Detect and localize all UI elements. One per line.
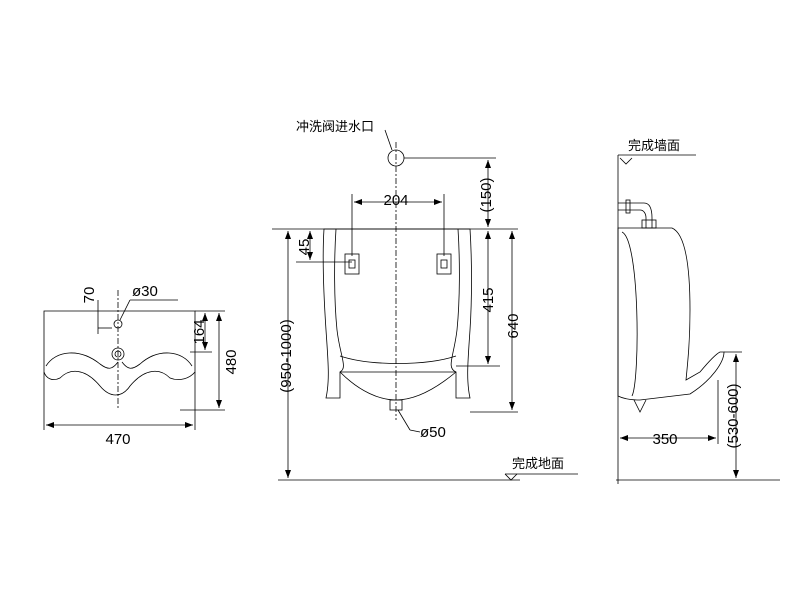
- dim-side-depth: 350: [652, 431, 677, 448]
- side-view: [616, 154, 780, 484]
- dim-front-outlet: ø50: [420, 424, 446, 441]
- dim-top-width: 470: [105, 431, 130, 448]
- top-view: [43, 290, 225, 430]
- dim-front-inner-height: 415: [480, 287, 497, 312]
- dim-side-height: (530-600): [725, 383, 742, 448]
- dim-top-hole-offset: 70: [81, 287, 98, 304]
- dim-top-depth-a: 164: [191, 319, 208, 344]
- dim-front-mount-height: (950-1000): [278, 319, 295, 392]
- dim-front-top-gap: (150): [478, 177, 495, 212]
- dim-top-hole-dia: ø30: [132, 283, 158, 300]
- side-view-outline: [617, 227, 725, 401]
- dim-front-total-height: 640: [505, 313, 522, 338]
- dim-front-hanger-offset: 45: [296, 239, 313, 256]
- label-wall: 完成墙面: [628, 138, 680, 153]
- dim-top-depth-b: 480: [223, 349, 240, 374]
- label-valve-inlet: 冲洗阀进水口: [296, 119, 374, 134]
- front-view: [272, 129, 578, 481]
- dim-front-hanger-spacing: 204: [383, 192, 408, 209]
- label-floor: 完成地面: [512, 456, 564, 471]
